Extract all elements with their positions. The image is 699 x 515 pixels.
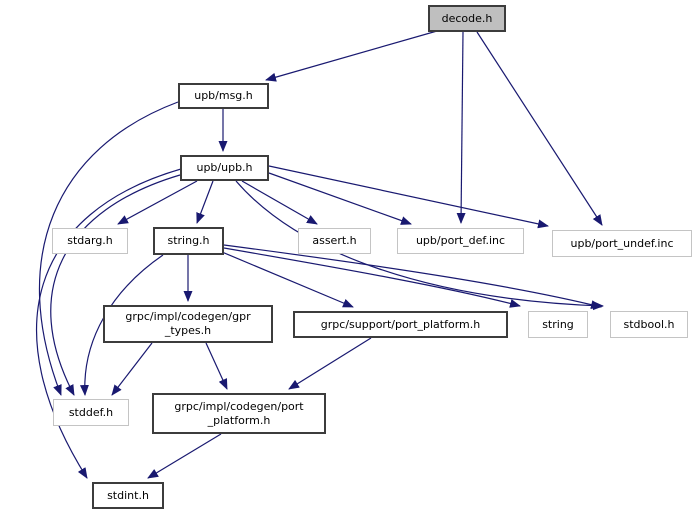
node-string-h[interactable]: string.h — [153, 227, 224, 255]
edge-gpr_types_h-to-grpc_impl_codegen_port_platform_h — [205, 342, 228, 390]
node-upb-msg-h[interactable]: upb/msg.h — [178, 83, 269, 109]
edge-grpc_impl_codegen_port_platform_h-to-stdint_h — [147, 433, 222, 479]
edge-upb_upb_h-to-stddef_h — [50, 174, 181, 396]
edge-upb_upb_h-to-stdbool_h — [235, 180, 604, 311]
edge-grpc_support_port_platform_h-to-grpc_impl_codegen_port_platform_h — [288, 337, 372, 390]
edge-upb_upb_h-to-upb_port_def_inc — [268, 172, 412, 225]
node-grpc-impl-codegen-gpr-types-h[interactable]: grpc/impl/codegen/gpr _types.h — [103, 305, 273, 343]
edge-upb_msg_h-to-stddef_h — [39, 101, 179, 396]
node-stddef-h: stddef.h — [53, 399, 129, 426]
node-decode-h: decode.h — [428, 5, 506, 32]
edge-upb_upb_h-to-stdarg_h — [117, 180, 198, 225]
node-stdarg-h: stdarg.h — [52, 228, 128, 254]
node-grpc-impl-codegen-port-platform-h[interactable]: grpc/impl/codegen/port _platform.h — [152, 393, 326, 434]
edge-decode_h-to-upb_port_undef_inc — [476, 31, 603, 226]
edge-upb_upb_h-to-upb_port_undef_inc — [268, 165, 549, 229]
node-assert-h: assert.h — [298, 228, 371, 254]
node-grpc-support-port-platform-h[interactable]: grpc/support/port_platform.h — [293, 311, 508, 338]
node-upb-port-undef-inc: upb/port_undef.inc — [552, 230, 692, 257]
edge-string_h-to-string_cpp — [223, 247, 521, 308]
node-upb-upb-h[interactable]: upb/upb.h — [180, 155, 269, 181]
edge-gpr_types_h-to-stddef_h — [111, 342, 153, 396]
node-stdint-h[interactable]: stdint.h — [92, 482, 164, 509]
edge-decode_h-to-upb_port_def_inc — [456, 31, 466, 224]
edge-decode_h-to-upb_msg_h — [265, 30, 438, 82]
edge-upb_upb_h-to-string_h — [196, 180, 214, 224]
node-string: string — [528, 311, 588, 338]
edge-upb_upb_h-to-assert_h — [241, 180, 318, 225]
node-upb-port-def-inc: upb/port_def.inc — [397, 228, 524, 254]
node-stdbool-h: stdbool.h — [610, 311, 688, 338]
edge-string_h-to-stdbool_h — [223, 244, 602, 309]
edge-string_h-to-grpc_support_port_platform_h — [221, 251, 354, 308]
